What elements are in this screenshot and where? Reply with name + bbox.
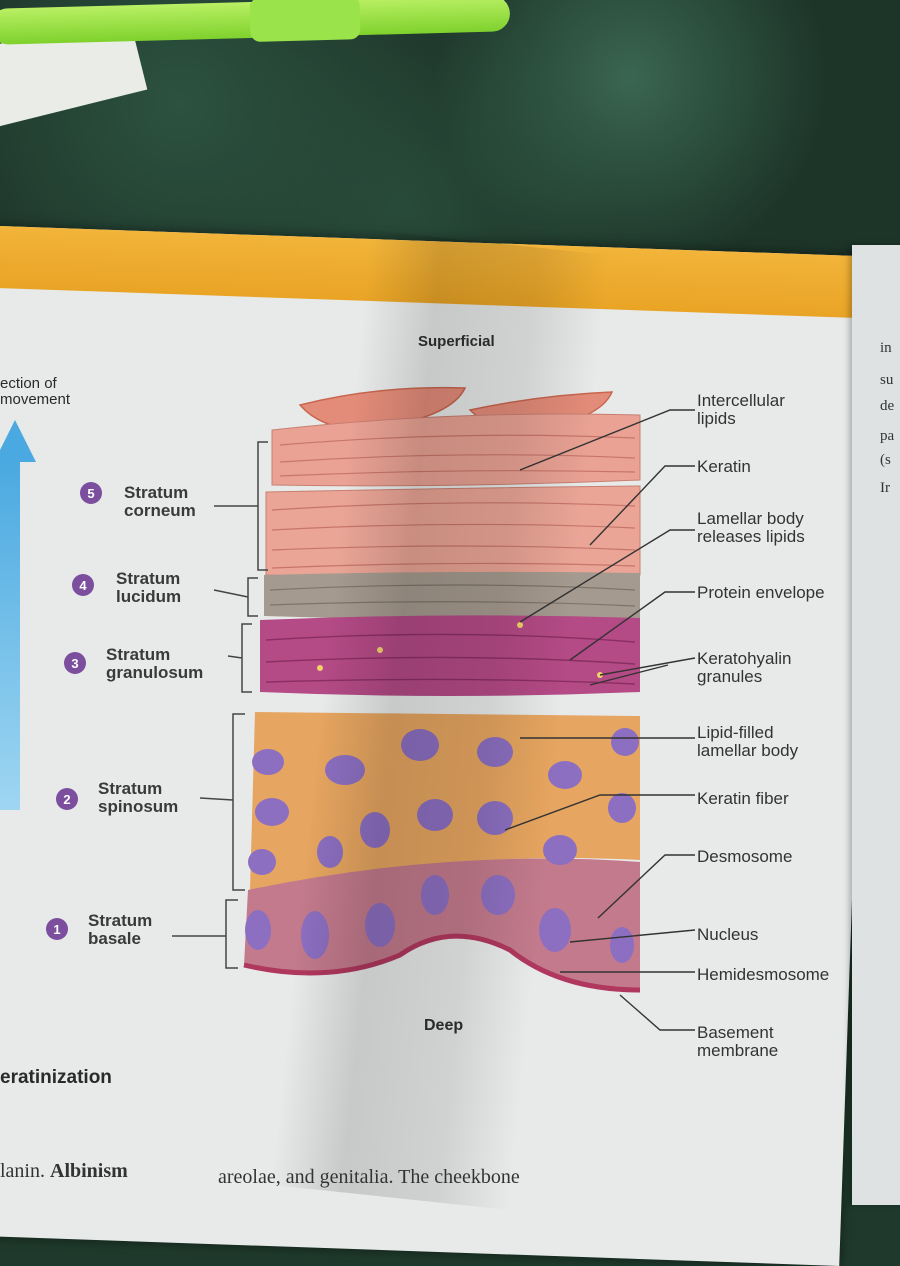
side-text-fragment: pa	[880, 428, 895, 444]
cell-nuclei	[245, 728, 639, 963]
callout-hemidesmosome: Hemidesmosome	[697, 965, 830, 984]
movement-arrow	[0, 420, 36, 810]
superficial-label: Superficial	[418, 333, 495, 350]
layer-granulosum	[260, 615, 640, 696]
epidermis-diagram	[0, 386, 696, 1031]
side-text-fragment: Ir	[880, 480, 890, 496]
layer-label-granulosum: Stratum granulosum	[106, 645, 204, 682]
layer-number-badge: 5	[80, 482, 102, 504]
side-text-fragment: de	[880, 398, 895, 414]
section-heading: eratinization	[0, 1067, 112, 1088]
callout-keratin: Keratin	[697, 457, 751, 476]
layer-label-basale: Stratum basale	[88, 911, 153, 948]
layer-number-badge: 4	[72, 574, 94, 596]
deep-label: Deep	[424, 1017, 464, 1034]
callout-leader-lines	[504, 409, 696, 1031]
countertop-background	[0, 0, 900, 260]
layer-corneum-upper	[271, 413, 641, 487]
layer-brackets	[172, 441, 268, 969]
body-text-left: lanin. Albinism	[0, 1160, 128, 1183]
callout-lipid-filled-lamellar-body: Lipid-filled lamellar body	[697, 723, 799, 760]
layer-number-badge: 2	[56, 788, 78, 810]
side-text-fragment: su	[880, 372, 894, 388]
body-text-left-bold: Albinism	[50, 1160, 128, 1182]
callout-protein-envelope: Protein envelope	[697, 583, 825, 602]
callout-lamellar-body-releases: Lamellar body releases lipids	[697, 509, 805, 546]
callout-basement-membrane: Basement membrane	[697, 1023, 779, 1060]
side-text-fragment: in	[880, 340, 892, 356]
layer-label-spinosum: Stratum spinosum	[98, 779, 179, 816]
callout-desmosome: Desmosome	[697, 847, 793, 866]
layer-lucidum	[264, 571, 640, 620]
callout-intercellular-lipids: Intercellular lipids	[697, 391, 785, 428]
callout-keratohyalin-granules: Keratohyalin granules	[697, 649, 792, 686]
callout-keratin-fiber: Keratin fiber	[697, 789, 789, 808]
direction-of-movement-label: ection of movement	[0, 375, 71, 408]
layer-basale	[243, 858, 641, 993]
layer-label-corneum: Stratum corneum	[124, 483, 196, 520]
layer-label-lucidum: Stratum lucidum	[116, 569, 182, 606]
side-text-fragment: (s	[880, 452, 891, 468]
body-text-left-prefix: lanin.	[0, 1160, 50, 1182]
callout-nucleus: Nucleus	[697, 925, 759, 944]
layer-corneum-lower	[265, 485, 641, 579]
facing-page-edge	[852, 245, 900, 1205]
layer-number-badge: 1	[46, 918, 68, 940]
body-text-right: areolae, and genitalia. The cheekbone	[218, 1166, 520, 1188]
layer-number-badge: 3	[64, 652, 86, 674]
